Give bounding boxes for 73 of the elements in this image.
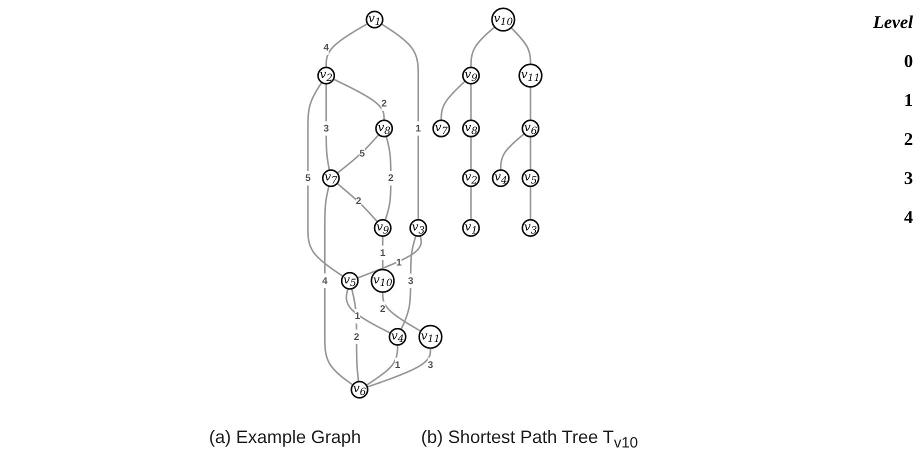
node-circle (350, 380, 368, 399)
connector (382, 292, 422, 332)
connector (336, 134, 380, 174)
connector (324, 186, 354, 386)
edge-label: 2 (388, 172, 394, 184)
level-number: 1 (904, 90, 913, 111)
node-circle (418, 324, 443, 349)
node-circle (375, 120, 394, 138)
node-circle (432, 120, 450, 138)
level-number: 2 (904, 129, 913, 150)
connector (366, 344, 398, 386)
node-circle (522, 120, 540, 138)
level-number: 3 (904, 168, 913, 189)
edge-label: 2 (354, 331, 360, 342)
connector (325, 84, 330, 170)
connector (400, 235, 417, 330)
connector (470, 186, 472, 220)
node-circle (388, 328, 406, 346)
connector (500, 133, 525, 170)
edge-label: 5 (360, 148, 365, 158)
connector (470, 136, 472, 170)
edge-label: 4 (323, 42, 329, 53)
connector (307, 82, 344, 277)
node-circle (522, 169, 540, 188)
node-circle (522, 219, 540, 237)
connector (530, 186, 532, 220)
connector (336, 182, 378, 222)
connector (440, 80, 466, 120)
edge-label: 2 (380, 303, 386, 314)
level-heading: Level (873, 12, 913, 33)
connector (530, 136, 532, 170)
connector (530, 86, 532, 120)
node-circle (462, 169, 480, 188)
connector (346, 288, 391, 334)
node-circle (491, 8, 516, 32)
edge-label: 3 (323, 122, 329, 134)
node-circle (317, 66, 336, 85)
connector (470, 84, 472, 120)
edge-label: 4 (322, 275, 328, 286)
connector (380, 23, 420, 220)
edge-label: 1 (394, 359, 400, 370)
node-circle (370, 268, 395, 293)
node-circle (518, 64, 543, 88)
graph-drawing: 4 1 3 1 5 1 3 2 5 4 2 1 2 2 1 2 3 v$_{1}$ v$_{2}$ v$_{3}$ v$_{4}$ v$_{5}$ v$_{6}$ v$_{7}$ v$_{8}$ v$_{9}$ v$_{10}$ v$_{11}$ v$_{10}$ v$_{9}$ v$_{11}$ v$_{7}$ v$_{8}$ v$_{6}$ v$_{2}$ v$_{4}$ v$_{5}$ v$_{1}$ v$_{3}$ (4, 4, 843, 404)
node-circle (492, 169, 510, 188)
figure-caption: (b) Shortest Path Tree T$_{v10}$ (421, 427, 638, 452)
connector (470, 26, 496, 68)
node-circle (322, 169, 340, 188)
figure-caption: (a) Example Graph (208, 427, 362, 450)
node-circle (409, 219, 428, 237)
edge-label: 3 (428, 359, 434, 370)
level-number: 4 (904, 207, 913, 228)
connector (350, 288, 360, 382)
node-circle (366, 10, 384, 29)
edge-label: 1 (416, 122, 421, 134)
node-circle (462, 66, 480, 85)
edge-label: 1 (354, 310, 360, 322)
connector (510, 27, 532, 64)
node-circle (374, 219, 392, 237)
edge-label: 2 (381, 98, 387, 109)
connector (325, 22, 368, 68)
edge-label: 5 (305, 172, 311, 184)
edge-label: 1 (380, 247, 386, 258)
node-circle (340, 272, 359, 290)
edge-label: 3 (408, 275, 414, 286)
node-circle (462, 219, 480, 237)
connector (384, 136, 392, 220)
level-number: 0 (904, 51, 913, 72)
edge-label: 2 (356, 196, 362, 206)
connector (333, 78, 385, 120)
node-circle (462, 120, 480, 138)
connector (366, 348, 432, 388)
edge-label: 1 (396, 256, 402, 268)
